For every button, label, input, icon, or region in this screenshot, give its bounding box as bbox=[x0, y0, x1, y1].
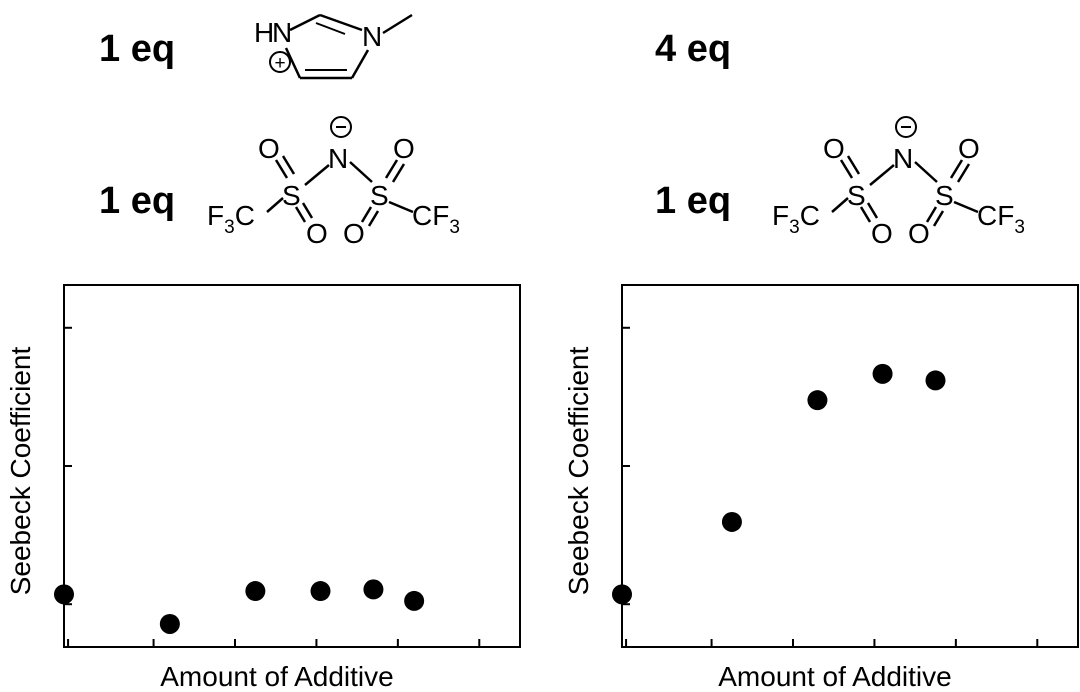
data-point bbox=[925, 370, 946, 391]
anion-equivalents: 1 eq bbox=[99, 180, 176, 222]
cation-n3-label: N bbox=[362, 21, 382, 52]
panel-left: 1 eq 1 eq H N N + F3C S O O N S bbox=[5, 13, 521, 692]
sulfur-left-label: S bbox=[282, 180, 301, 211]
nitrogen-label: N bbox=[893, 143, 913, 174]
y-axis-label: Seebeck Coefficient bbox=[563, 347, 594, 596]
data-point bbox=[721, 511, 742, 532]
cation-equivalents: 1 eq bbox=[99, 28, 176, 70]
cation-equivalents: 4 eq bbox=[655, 28, 732, 70]
plot-frame bbox=[621, 284, 1079, 648]
data-point bbox=[404, 590, 425, 611]
imidazolium-cation: H N N + bbox=[254, 13, 413, 80]
cation-n1-label: N bbox=[272, 17, 292, 48]
sulfur-right-label: S bbox=[370, 180, 389, 211]
cation-h-label: H bbox=[254, 17, 274, 48]
anion-equivalents: 1 eq bbox=[655, 180, 732, 222]
oxygen-left-top-label: O bbox=[823, 133, 845, 164]
x-axis-label: Amount of Additive bbox=[718, 661, 951, 692]
oxygen-right-top-label: O bbox=[393, 133, 415, 164]
seebeck-chart-right: Amount of Additive Seebeck Coefficient bbox=[563, 284, 1079, 692]
positive-charge-icon bbox=[269, 51, 291, 73]
x-axis-label: Amount of Additive bbox=[160, 661, 393, 692]
sulfur-right-label: S bbox=[935, 180, 954, 211]
oxygen-left-top-label: O bbox=[258, 133, 280, 164]
seebeck-chart-left: Amount of Additive Seebeck Coefficient bbox=[5, 284, 521, 692]
molecular-structures: H N N + F3C S O O N S O O CF3 bbox=[207, 13, 460, 249]
cation-charge-label: + bbox=[274, 53, 285, 74]
oxygen-right-top-label: O bbox=[958, 133, 980, 164]
left-cf3-label: F3C bbox=[207, 200, 255, 238]
molecular-structures: H N N + F3C S O O N S O O CF3 bbox=[772, 116, 1025, 249]
negative-charge-icon bbox=[895, 116, 917, 138]
data-point bbox=[310, 581, 331, 602]
data-point bbox=[612, 584, 632, 605]
tfsi-anion: F3C S O O N S O O CF3 bbox=[207, 116, 460, 249]
nitrogen-label: N bbox=[328, 143, 348, 174]
data-point bbox=[159, 613, 180, 634]
y-axis-label: Seebeck Coefficient bbox=[5, 347, 36, 596]
data-point bbox=[54, 584, 74, 605]
data-point bbox=[872, 363, 893, 384]
tfsi-anion: F3C S O O N S O O CF3 bbox=[772, 116, 1025, 249]
sulfur-left-label: S bbox=[847, 180, 866, 211]
right-cf3-label: CF3 bbox=[977, 200, 1025, 238]
right-cf3-label: CF3 bbox=[412, 200, 460, 238]
oxygen-right-bottom-label: O bbox=[908, 218, 930, 249]
oxygen-left-bottom-label: O bbox=[306, 218, 328, 249]
data-point bbox=[807, 390, 828, 411]
left-cf3-label: F3C bbox=[772, 200, 820, 238]
negative-charge-icon bbox=[330, 116, 352, 138]
oxygen-right-bottom-label: O bbox=[343, 218, 365, 249]
oxygen-left-bottom-label: O bbox=[871, 218, 893, 249]
data-point bbox=[363, 579, 384, 600]
data-point bbox=[245, 581, 266, 602]
plot-frame bbox=[63, 284, 521, 648]
panel-right: 4 eq 1 eq H N N + F3C S O O N S O bbox=[540, 0, 1080, 692]
